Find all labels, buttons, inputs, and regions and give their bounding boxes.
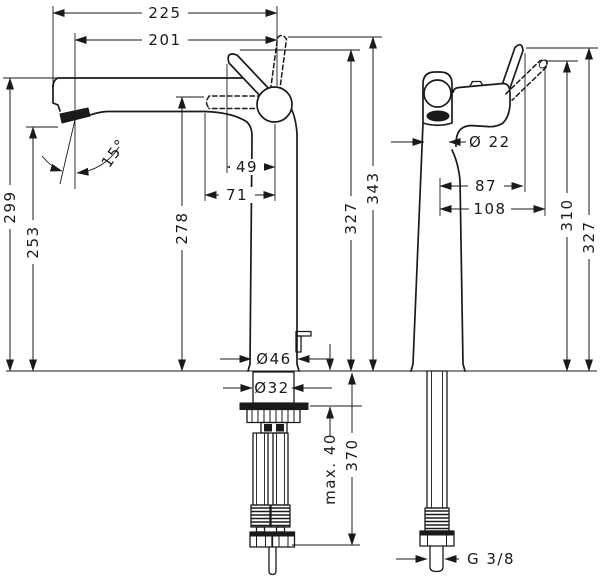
- cartridge-bump: [469, 80, 484, 87]
- dim-front-lever-tilted-offset: 108: [473, 200, 506, 218]
- spout-top-outline: [52, 77, 246, 88]
- aerator-outlet: [59, 107, 91, 124]
- dim-lever-horizontal-height: 278: [173, 211, 191, 244]
- hose-connector-nuts: [249, 531, 296, 548]
- hose-braided-ends: [250, 504, 291, 533]
- dim-spout-top-height: 299: [1, 190, 19, 223]
- dim-lever-tip-height: 327: [342, 201, 360, 234]
- thread-pin: [429, 546, 444, 573]
- handle-pivot-ball: [256, 86, 293, 123]
- front-column-right: [451, 149, 466, 372]
- handle-lever: [227, 53, 273, 101]
- popup-rod-knob: [295, 330, 312, 353]
- front-lever-tilted-tip: [538, 59, 548, 69]
- dim-front-lever-height: 327: [580, 220, 598, 253]
- hose-clamp: [260, 421, 288, 434]
- dim-lever-up-height: 343: [364, 171, 382, 204]
- dim-deck-max-thickness: max. 40: [321, 433, 339, 505]
- mounting-flange: [239, 402, 309, 410]
- dim-outlet-height: 253: [24, 225, 42, 258]
- dim-shank-diameter: Ø32: [254, 379, 289, 397]
- lever-horizontal-position: [205, 95, 263, 110]
- dim-lever-horizontal-offset: 71: [226, 186, 248, 204]
- lever-raised-position: [269, 34, 288, 93]
- dim-base-diameter: Ø46: [256, 350, 291, 368]
- popup-rod-lower: [268, 547, 277, 576]
- front-aerator: [426, 110, 450, 122]
- front-spout-circle: [423, 79, 452, 108]
- dim-front-tilted-height: 310: [558, 198, 576, 231]
- spout-tip-outline: [52, 84, 61, 112]
- dim-reach-spout: 201: [148, 31, 181, 49]
- front-handle-body: [452, 82, 511, 148]
- supply-hoses: [252, 432, 289, 506]
- dim-spout-angle: 15°: [98, 135, 131, 171]
- dim-lever-tip-offset: 49: [236, 158, 258, 176]
- side-view: [52, 34, 312, 576]
- front-view: [410, 43, 548, 573]
- front-below-deck: [419, 370, 455, 573]
- front-connector-nut: [419, 530, 455, 547]
- mounting-assembly: [239, 371, 309, 576]
- front-shank-pipe: [426, 370, 448, 509]
- front-column-left: [410, 122, 424, 372]
- dim-thread-size: G 3/8: [467, 550, 515, 568]
- spout-underside-and-column-left: [89, 110, 253, 372]
- dim-below-deck-length: 370: [343, 438, 361, 471]
- dim-spout-diameter: Ø 22: [469, 133, 511, 151]
- dim-front-lever-offset: 87: [475, 177, 497, 195]
- mounting-nut: [246, 408, 301, 424]
- front-handle-lever: [500, 43, 524, 92]
- dim-reach-total: 225: [148, 4, 181, 22]
